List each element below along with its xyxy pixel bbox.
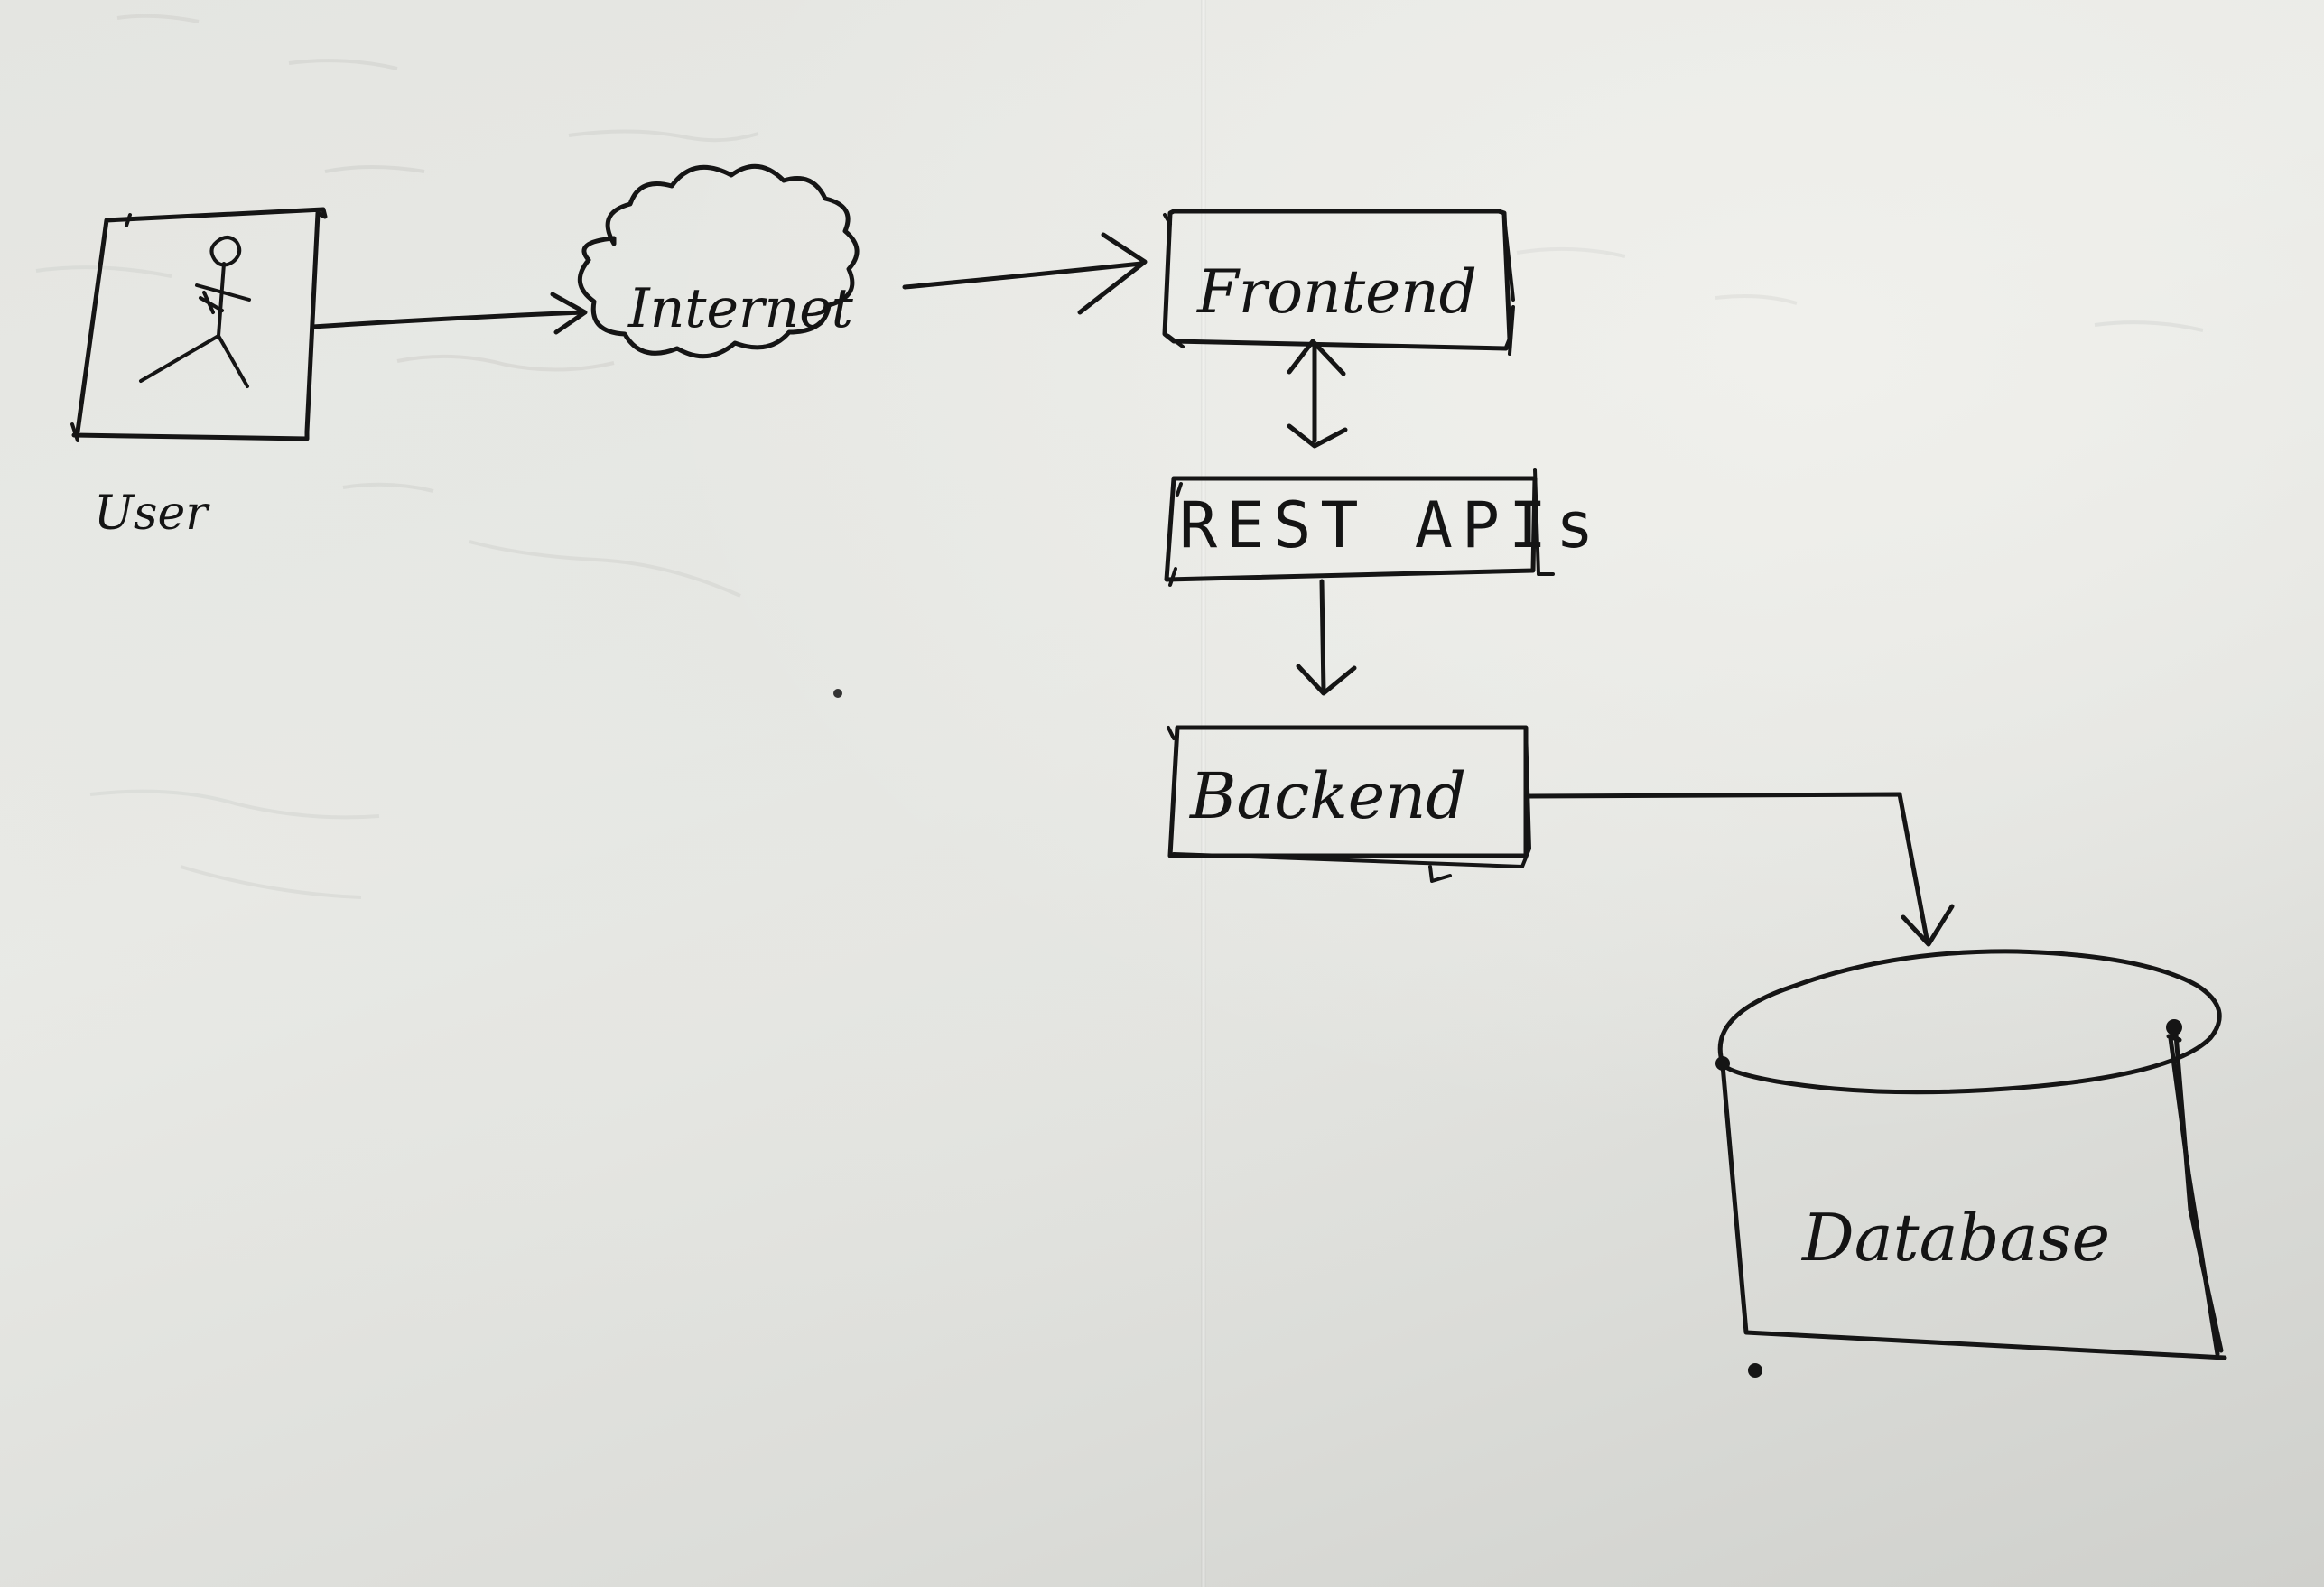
frontend-box-shadow [1163, 213, 1515, 356]
stick-figure-icon [139, 236, 251, 388]
frontend-node: Frontend [1162, 209, 1515, 356]
edge-user-to-internet [310, 292, 588, 335]
arrowhead-icon [1287, 423, 1348, 449]
arrowhead-icon [1901, 904, 1955, 947]
edge-frontend-rest-apis [1287, 339, 1348, 449]
rest-apis-node: REST APIs [1164, 468, 1603, 587]
bleed-through-marks [35, 14, 2204, 899]
database-top-ellipse [1717, 949, 2222, 1095]
database-right-edge [2171, 1026, 2224, 1353]
arrowhead-icon [1296, 664, 1357, 696]
backend-node: Backend [1167, 725, 1531, 883]
rest-apis-label: REST APIs [1179, 488, 1603, 562]
database-body [1720, 1023, 2227, 1360]
edge-backend-to-database [1527, 792, 1955, 947]
edge-internet-to-frontend [902, 232, 1148, 315]
user-box-corner [70, 213, 132, 442]
database-corner-dot [1715, 1056, 1730, 1071]
rest-apis-box-shadow [1168, 468, 1555, 587]
stray-ink-dot [833, 689, 842, 698]
user-node: User [70, 207, 328, 541]
database-corner-dot-2 [2166, 1019, 2182, 1035]
rest-apis-box [1164, 476, 1538, 582]
arrowhead-icon [1287, 339, 1346, 376]
arrowhead-icon [1077, 232, 1148, 315]
internet-label: Internet [627, 277, 854, 340]
edge-rest-apis-to-backend [1296, 579, 1357, 696]
database-node: Database [1715, 949, 2227, 1378]
backend-label: Backend [1188, 759, 1466, 833]
database-corner-dot-3 [1748, 1363, 1762, 1378]
paper-fold [1201, 0, 1206, 1587]
backend-box-shadow [1167, 726, 1531, 883]
database-label: Database [1800, 1200, 2110, 1276]
internet-node: Internet [578, 163, 860, 359]
arrowhead-icon [550, 292, 588, 335]
user-label: User [94, 487, 210, 541]
frontend-label: Frontend [1196, 257, 1477, 327]
edges [310, 232, 1955, 947]
user-box [71, 207, 328, 441]
internet-cloud-shape [578, 163, 860, 359]
